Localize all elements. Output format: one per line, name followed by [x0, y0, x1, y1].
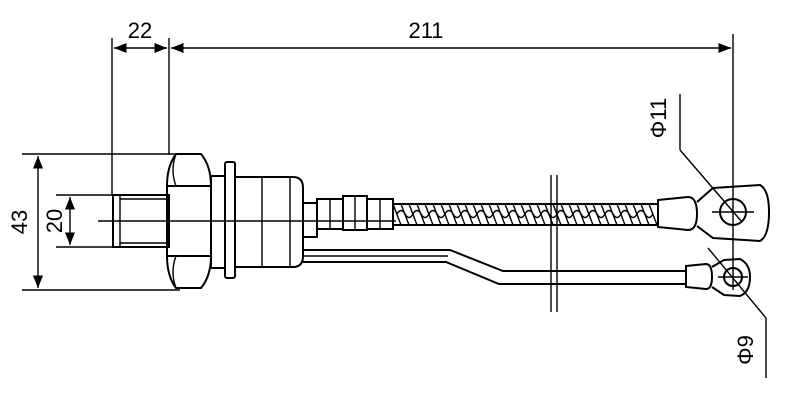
threaded-stud: [112, 194, 170, 248]
small-ring-terminal: [685, 257, 752, 298]
phi9-label: Φ9: [733, 335, 758, 365]
dim-43-label: 43: [7, 210, 32, 234]
dim-211-label: 211: [408, 18, 443, 43]
flange: [210, 161, 304, 279]
leader-phi11: Φ11: [646, 94, 743, 223]
main-lead: [302, 195, 658, 238]
dim-22: 22: [111, 18, 170, 195]
dim-211: 211: [171, 18, 734, 290]
dim-20-label: 20: [42, 209, 67, 233]
hex-base: [166, 153, 212, 289]
dim-22-label: 22: [128, 18, 152, 43]
break-lines: [550, 175, 558, 312]
phi11-label: Φ11: [646, 98, 671, 138]
large-ring-terminal: [657, 183, 771, 243]
dim-20: 20: [42, 194, 120, 248]
leader-phi9: Φ9: [707, 247, 767, 378]
gate-lead: [303, 249, 690, 285]
dim-43: 43: [7, 153, 180, 291]
